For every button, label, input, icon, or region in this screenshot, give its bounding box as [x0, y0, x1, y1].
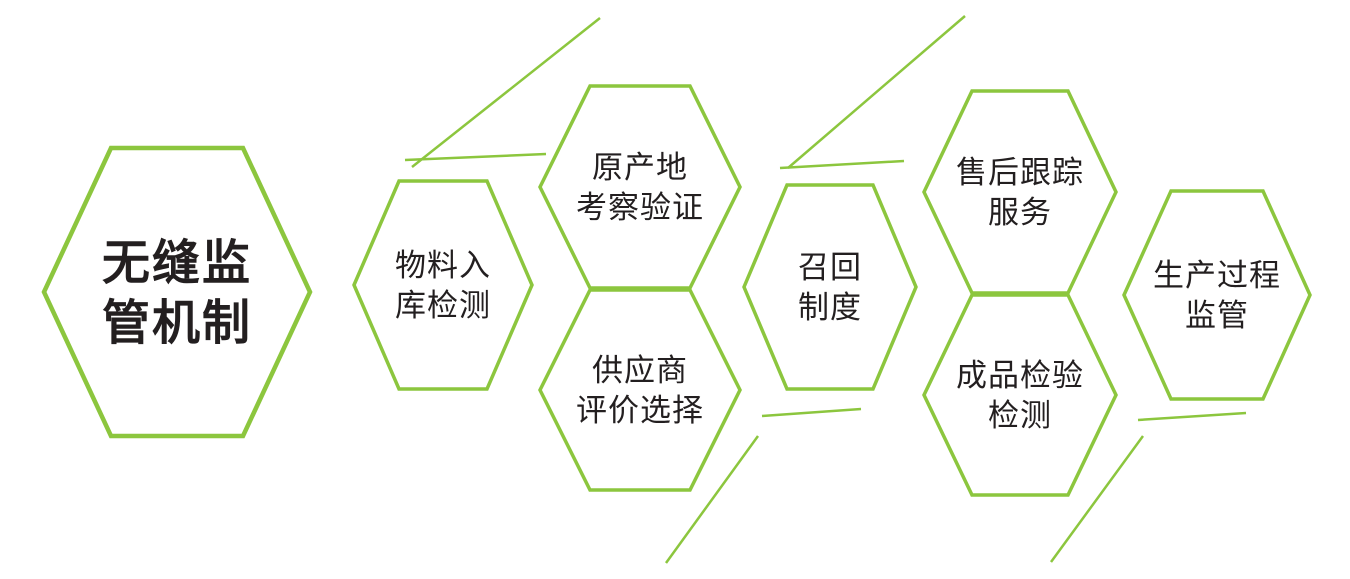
hex-node-recall-system: 召回 制度 — [742, 183, 918, 391]
hex-after-sales-tracking-label-line1: 售后跟踪 — [956, 155, 1084, 191]
decorative-line-top-right-diagonal — [787, 15, 966, 169]
hex-recall-system-label-line1: 召回 — [798, 250, 862, 286]
decorative-line-bottom-center-horizontal — [761, 407, 862, 418]
decorative-line-top-right-horizontal — [779, 159, 905, 170]
hex-origin-verification-label-line2: 考察验证 — [576, 190, 704, 226]
hex-finished-product-test-label-line2: 检测 — [988, 398, 1052, 434]
hex-node-supplier-evaluation: 供应商 评价选择 — [538, 288, 742, 492]
hex-production-supervision-label-line1: 生产过程 — [1153, 258, 1281, 294]
hexagon-shape-material-inspection — [352, 179, 534, 391]
hex-origin-verification-label-line1: 原产地 — [592, 150, 688, 186]
hexagon-shape-after-sales-tracking — [922, 89, 1118, 295]
hex-main-label-line1: 无缝监 — [102, 235, 252, 291]
hex-node-after-sales-tracking: 售后跟踪 服务 — [922, 89, 1118, 295]
decorative-line-top-left-horizontal — [404, 152, 547, 162]
decorations — [404, 15, 1247, 564]
hexagon-shape-finished-product-test — [922, 293, 1118, 497]
hexagon-shape-production-supervision — [1122, 189, 1312, 401]
hex-node-origin-verification: 原产地 考察验证 — [538, 84, 742, 290]
hex-node-main: 无缝监 管机制 — [41, 145, 313, 439]
hex-finished-product-test-label-line1: 成品检验 — [956, 358, 1084, 394]
decorative-line-bottom-right-horizontal — [1137, 411, 1247, 422]
hex-recall-system-label-line2: 制度 — [798, 290, 862, 326]
hexagon-shape-origin-verification — [538, 84, 742, 290]
hexagon-shape-supplier-evaluation — [538, 288, 742, 492]
hex-material-inspection-label-line2: 库检测 — [395, 288, 491, 324]
hexagon-shape-main — [41, 145, 313, 439]
hex-material-inspection-label-line1: 物料入 — [395, 248, 491, 284]
decorative-line-bottom-right-diagonal — [1049, 435, 1145, 563]
hex-supplier-evaluation-label-line1: 供应商 — [592, 353, 688, 389]
decorative-line-bottom-center-diagonal — [664, 435, 760, 564]
hex-supplier-evaluation-label-line2: 评价选择 — [576, 393, 704, 429]
hex-production-supervision-label-line2: 监管 — [1185, 298, 1249, 334]
hex-node-production-supervision: 生产过程 监管 — [1122, 189, 1312, 401]
hex-after-sales-tracking-label-line2: 服务 — [988, 195, 1052, 231]
hex-main-label-line2: 管机制 — [102, 295, 252, 351]
decorative-line-top-left-diagonal — [411, 17, 601, 168]
hex-node-material-inspection: 物料入 库检测 — [352, 179, 534, 391]
hex-node-finished-product-test: 成品检验 检测 — [922, 293, 1118, 497]
hexagon-shape-recall-system — [742, 183, 918, 391]
